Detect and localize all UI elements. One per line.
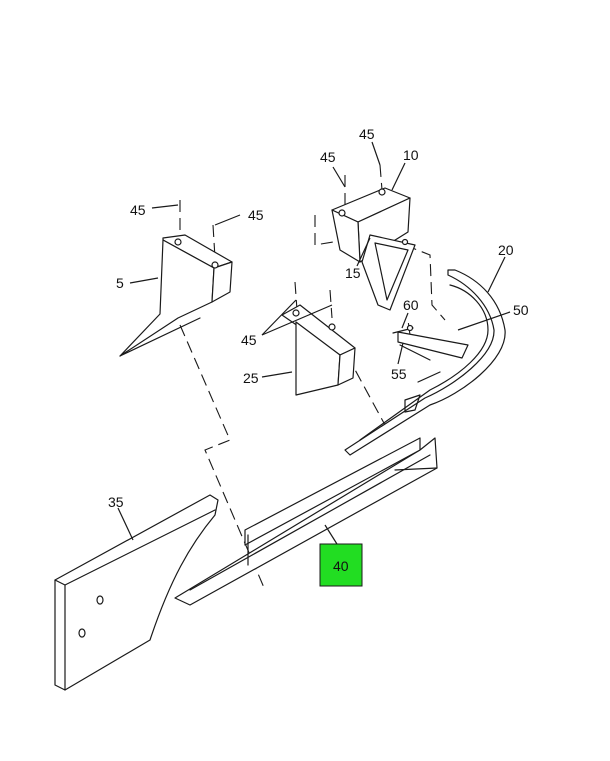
callout-55: 55 (391, 366, 407, 382)
callout-50: 50 (513, 302, 529, 318)
callouts: 45 45 10 15 45 45 5 20 60 50 55 45 25 35 (108, 126, 529, 510)
callout-45: 45 (241, 332, 257, 348)
brace-part-15 (361, 234, 416, 311)
fastener-part-60 (392, 324, 414, 334)
callout-20: 20 (498, 242, 514, 258)
callout-15: 15 (345, 265, 361, 281)
callout-60: 60 (403, 297, 419, 313)
callout-40-highlight[interactable]: 40 (319, 543, 363, 587)
clip-part-50 (397, 331, 469, 361)
alignment-lines (179, 164, 446, 591)
callout-45: 45 (248, 207, 264, 223)
panel-part-35 (54, 494, 219, 691)
bracket-part-25 (281, 304, 356, 396)
fender-edge-part-20 (344, 269, 506, 456)
bracket-part-5 (119, 234, 233, 357)
callout-10: 10 (403, 147, 419, 163)
callout-45: 45 (130, 202, 146, 218)
callout-5: 5 (116, 275, 124, 291)
callout-45: 45 (359, 126, 375, 142)
callout-25: 25 (243, 370, 259, 386)
callout-35: 35 (108, 494, 124, 510)
callout-40: 40 (333, 558, 349, 574)
callout-45: 45 (320, 149, 336, 165)
rail-part-40 (174, 437, 438, 606)
